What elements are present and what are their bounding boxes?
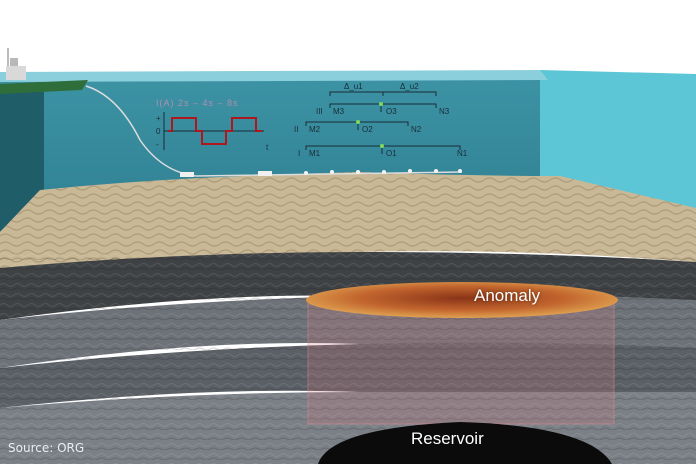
row-2-left: M2 [309,125,321,134]
axis-minus: - [156,140,159,149]
signal-waveform-plot [163,112,264,150]
anomaly-lens [306,282,618,318]
seabed-ripples [0,172,696,268]
axis-time: t [266,143,269,152]
anomaly-label: Anomaly [474,286,541,305]
row-1-right: N1 [457,149,468,158]
signal-formula: I(A) 2s – 4s – 8s [156,98,239,108]
row-1-center: O1 [386,149,397,158]
water-left-wall [0,82,44,232]
row-roman-3: III [316,107,323,116]
square-wave [168,117,262,145]
row-roman-1: I [298,149,300,158]
electrode-markers [304,169,462,175]
sky [0,0,696,80]
cable-float [180,172,194,177]
center-electrodes [356,102,384,148]
rock-texture [0,252,696,464]
anomaly-prism [307,299,615,425]
row-3-left: M3 [333,107,345,116]
axis-plus: + [156,114,161,123]
row-1-left: M1 [309,149,321,158]
row-3-center: O3 [386,107,397,116]
cable-float [258,171,272,176]
offset-label-2: Δ_u2 [400,82,419,91]
reservoir-body [318,422,612,464]
reservoir-label: Reservoir [411,429,484,448]
offset-label-1: Δ_u1 [344,82,363,91]
source-credit: Source: ORG [8,441,85,455]
row-2-center: O2 [362,125,373,134]
water-surface [0,70,548,82]
survey-vessel [0,48,88,94]
axis-zero: 0 [156,127,161,136]
row-roman-2: II [294,125,298,134]
row-2-right: N2 [411,125,422,134]
row-3-right: N3 [439,107,450,116]
